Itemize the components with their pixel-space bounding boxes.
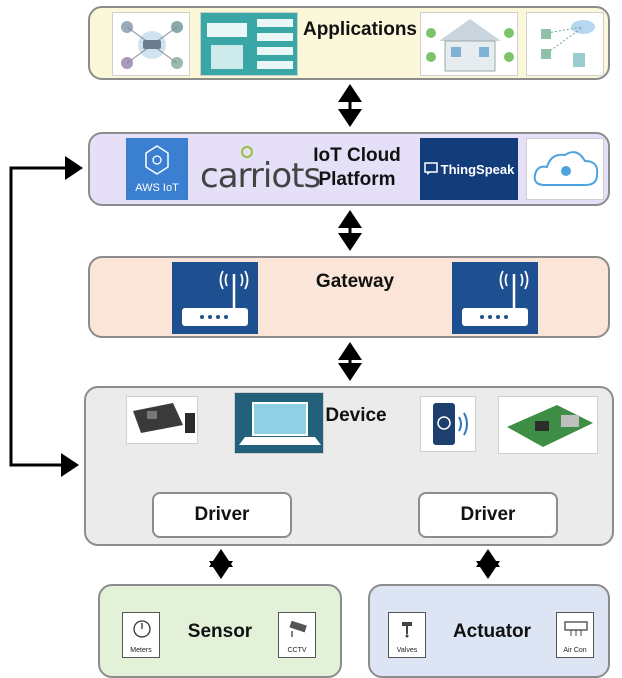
monitoring-image bbox=[200, 12, 298, 76]
raspberry-pi-image bbox=[498, 396, 598, 454]
applications-layer: Applications bbox=[88, 6, 610, 80]
valve-icon bbox=[402, 622, 412, 638]
thingspeak-logo: ThingSpeak bbox=[420, 138, 518, 200]
device-layer: Device Driver Driver bbox=[84, 386, 614, 546]
smart-city-image bbox=[112, 12, 190, 76]
router-icon-right bbox=[452, 262, 538, 334]
aws-iot-label: AWS IoT bbox=[135, 182, 179, 194]
smartphone-wireless-icon bbox=[420, 396, 476, 452]
cloud-platform-layer: AWS IoT carriots IoT Cloud Platform Thin… bbox=[88, 132, 610, 206]
air-con-icon bbox=[564, 621, 588, 636]
actuator-layer: Valves Actuator Air Con bbox=[368, 584, 610, 678]
cloud-title-line1: IoT Cloud bbox=[313, 145, 401, 166]
sensor-layer: Meters Sensor CCTV bbox=[98, 584, 342, 678]
meter-icon bbox=[133, 620, 151, 638]
applications-title: Applications bbox=[302, 19, 417, 40]
laptop-icon bbox=[234, 392, 324, 454]
valves-card: Valves bbox=[388, 612, 426, 658]
meters-card: Meters bbox=[122, 612, 160, 658]
driver-box-left: Driver bbox=[152, 492, 292, 538]
cctv-label: CCTV bbox=[287, 647, 307, 654]
arrow-device-cloud-loop bbox=[9, 156, 83, 477]
driver-box-right: Driver bbox=[418, 492, 558, 538]
air-con-label: Air Con bbox=[563, 647, 587, 654]
valves-label: Valves bbox=[396, 647, 418, 654]
smart-grid-image bbox=[526, 12, 604, 76]
smart-home-image bbox=[420, 12, 518, 76]
meters-label: Meters bbox=[130, 647, 152, 654]
cloud-icon bbox=[526, 138, 604, 200]
actuator-title: Actuator bbox=[452, 621, 532, 642]
cloud-title: IoT Cloud Platform bbox=[302, 144, 412, 192]
gateway-title: Gateway bbox=[315, 271, 395, 292]
air-con-card: Air Con bbox=[556, 612, 594, 658]
gateway-layer: Gateway bbox=[88, 256, 610, 338]
device-title: Device bbox=[325, 405, 387, 426]
aws-iot-logo: AWS IoT bbox=[126, 138, 188, 200]
router-icon-left bbox=[172, 262, 258, 334]
cctv-card: CCTV bbox=[278, 612, 316, 658]
thingspeak-label: ThingSpeak bbox=[440, 161, 515, 177]
dev-board-image bbox=[126, 396, 198, 444]
cctv-icon bbox=[289, 620, 307, 637]
cloud-title-line2: Platform bbox=[318, 169, 396, 190]
sensor-title: Sensor bbox=[187, 621, 253, 642]
